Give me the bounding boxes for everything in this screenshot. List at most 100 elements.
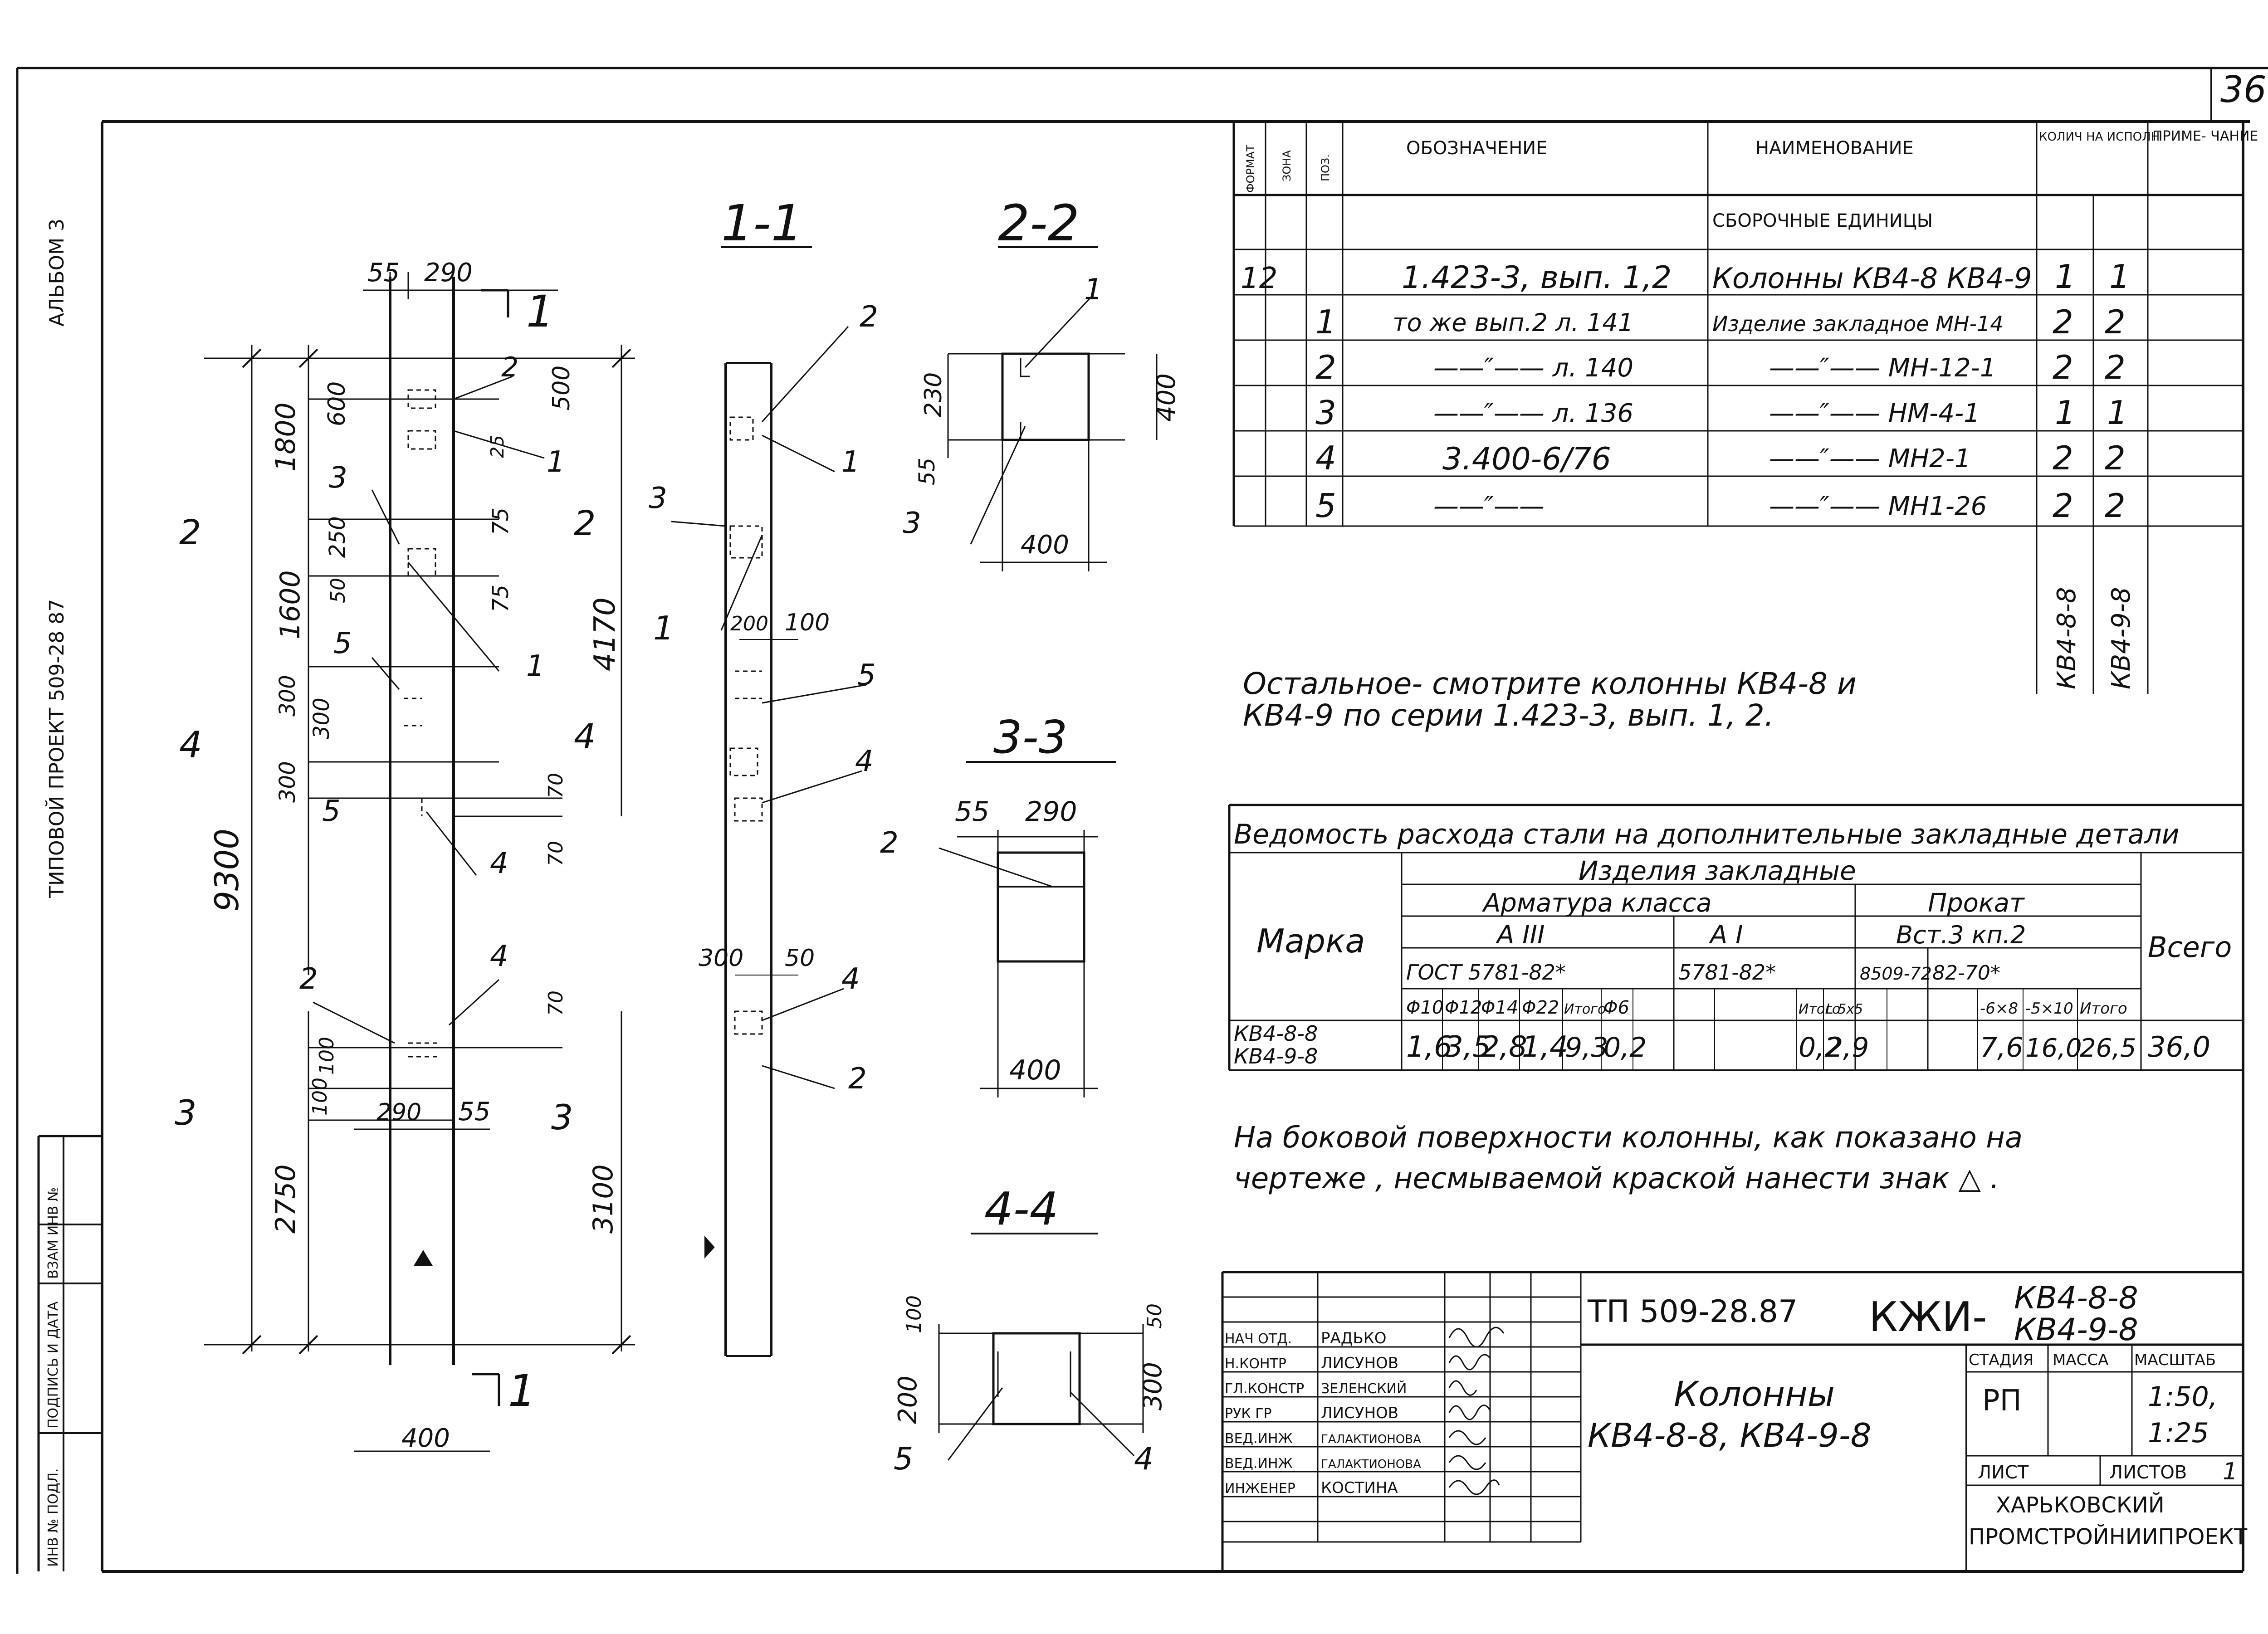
spec-h-name: НАИМЕНОВАНИЕ [1755, 138, 1914, 159]
stamp-name-6: КОСТИНА [1321, 1479, 1398, 1497]
spec-row0-designation: 1.423-3, вып. 1,2 [1402, 260, 1672, 296]
steel-col-8: L 5x5 [1826, 1001, 1863, 1017]
elev-leader-5b: 5 [322, 795, 341, 828]
elev-dim-300a: 300 [275, 675, 300, 717]
steel-val-3: 1,4 [1522, 1030, 1568, 1064]
sec44-dim-200: 200 [893, 1375, 923, 1424]
steel-col-7: Итого [1799, 1001, 1840, 1017]
side-leader-2a: 2 [860, 300, 878, 334]
stamp-title-1: Колонны [1674, 1374, 1835, 1414]
steel-col-3: Φ22 [1522, 997, 1559, 1018]
elev-dim-290: 290 [424, 258, 473, 288]
spec-row5-name: ——″—— МН1-26 [1769, 492, 1987, 521]
steel-title: Ведомость расхода стали на дополнительны… [1234, 819, 2180, 850]
side-leader-3: 3 [649, 482, 667, 515]
cut-2-left: 2 [179, 512, 201, 552]
spec-row4-q2: 2 [2105, 439, 2126, 477]
spec-section-label: СБОРОЧНЫЕ ЕДИНИЦЫ [1712, 210, 1933, 231]
elev-dim-70c: 70 [544, 990, 567, 1016]
stamp-sheet-h: ЛИСТ [1978, 1462, 2029, 1483]
title-stamp-grid [1221, 1271, 2243, 1571]
side-leader-1b: 1 [653, 609, 674, 647]
side-view-labels: 200 100 300 50 2 1 3 1 5 4 4 2 [649, 300, 878, 1096]
steel-class-a1: А I [1709, 920, 1743, 950]
stamp-code: ТП 509-28.87 [1587, 1294, 1798, 1330]
elev-dim-1800: 1800 [270, 402, 302, 472]
steel-col-1: Φ12 [1445, 997, 1482, 1018]
spec-row4-q1: 2 [2053, 439, 2073, 477]
sec44-dim-100: 100 [903, 1295, 926, 1333]
cut-3-left: 3 [175, 1093, 196, 1133]
section-2-2-labels: 230 55 400 400 1 3 [903, 273, 1181, 560]
side-leader-4a: 4 [855, 745, 874, 778]
steel-mark-2: КВ4-9-8 [1234, 1044, 1318, 1068]
steel-col-0: Φ10 [1406, 997, 1443, 1018]
spec-row5-q1: 2 [2053, 487, 2073, 525]
elev-leader-5a: 5 [333, 627, 352, 660]
stamp-series: КЖИ- [1869, 1293, 1987, 1341]
steel-val-4: 9,3 [1565, 1032, 1608, 1063]
side-dim-300: 300 [699, 945, 743, 972]
spec-row4-name: ——″—— МН2-1 [1769, 444, 1971, 473]
stamp-org-2: ПРОМСТРОЙНИИПРОЕКТ [1969, 1524, 2248, 1550]
elev-leader-1a: 1 [547, 445, 565, 479]
spec-row4-pos: 4 [1315, 439, 1336, 477]
stamp-sheets-h: ЛИСТОВ [2109, 1462, 2187, 1483]
sheet-frame [16, 67, 2268, 1574]
steel-val-1: 3,5 [1445, 1030, 1491, 1064]
spec-h-zona: ЗОНА [1281, 150, 1293, 181]
steel-table-grid [1228, 804, 2243, 1071]
sec33-dim-400: 400 [1009, 1054, 1061, 1086]
steel-val-13: 36,0 [2148, 1030, 2210, 1063]
section-2-2 [947, 294, 1158, 571]
spec-h-qty: КОЛИЧ НА ИСПОЛН [2039, 130, 2160, 144]
elev-dim-55b: 55 [458, 1097, 490, 1127]
spec-table-grid [1232, 122, 2243, 694]
side-dim-100: 100 [785, 609, 830, 636]
section-4-4 [938, 1324, 1144, 1461]
steel-val-10: 7,6 [1980, 1032, 2023, 1063]
steel-val-11: 16,0 [2025, 1034, 2082, 1063]
spec-h-poz: ПОЗ. [1319, 154, 1332, 181]
elev-dim-70b: 70 [544, 841, 567, 866]
note2-line2: чертеже , несмываемой краской нанести зн… [1234, 1162, 1999, 1195]
elev-dim-600: 600 [323, 381, 351, 426]
side-leader-4b: 4 [841, 962, 860, 996]
margin-inv: ИНВ № ПОДЛ. [45, 1468, 61, 1567]
note1-line2: КВ4-9 по серии 1.423-3, вып. 1, 2. [1243, 698, 1774, 733]
elev-dim-3100: 3100 [587, 1164, 619, 1234]
steel-class-vst: Вст.3 кп.2 [1896, 921, 2026, 949]
elev-dim-400: 400 [401, 1424, 450, 1453]
steel-col-10: -6×8 [1980, 1000, 2018, 1018]
spec-row2-pos: 2 [1315, 348, 1336, 386]
spec-row1-q2: 2 [2105, 303, 2126, 341]
album-label: АЛЬБОМ 3 [45, 219, 68, 327]
spec-h-designation: ОБОЗНАЧЕНИЕ [1406, 138, 1547, 159]
steel-vsego: Всего [2148, 931, 2232, 964]
stamp-mark-1: КВ4-8-8 [2014, 1280, 2138, 1316]
stamp-role-0: НАЧ ОТД. [1225, 1331, 1292, 1347]
stamp-role-5: ВЕД.ИНЖ [1225, 1456, 1293, 1472]
steel-val-7: 0,2 [1799, 1032, 1842, 1063]
spec-row2-name: ——″—— МН-12-1 [1769, 353, 1996, 383]
section-1-1-title: 1-1 [721, 194, 803, 252]
elev-dim-9300: 9300 [208, 829, 246, 912]
spec-row5-designation: ——″—— [1433, 492, 1545, 521]
elev-leader-25: 25 [487, 435, 508, 458]
spec-row1-designation: то же вып.2 л. 141 [1393, 308, 1633, 337]
stamp-role-3: РУК ГР [1225, 1406, 1272, 1422]
elev-dim-70a: 70 [544, 773, 567, 798]
elev-dim-100b: 100 [308, 1078, 332, 1116]
steel-class-a3: А III [1496, 920, 1545, 950]
section-4-4-title: 4-4 [984, 1182, 1058, 1235]
spec-h-note: ПРИМЕ- ЧАНИЕ [2152, 128, 2258, 144]
side-leader-5: 5 [857, 658, 876, 692]
elev-dim-75a: 75 [488, 507, 513, 535]
steel-col-2: Φ14 [1481, 997, 1518, 1018]
note1-line1: Остальное- смотрите колонны КВ4-8 и [1243, 666, 1857, 701]
margin-podpis: ПОДПИСЬ И ДАТА [45, 1301, 61, 1429]
stamp-name-1: ЛИСУНОВ [1321, 1354, 1398, 1372]
elev-dim-50: 50 [327, 578, 350, 603]
steel-gost-2: 5781-82* [1678, 960, 1776, 985]
